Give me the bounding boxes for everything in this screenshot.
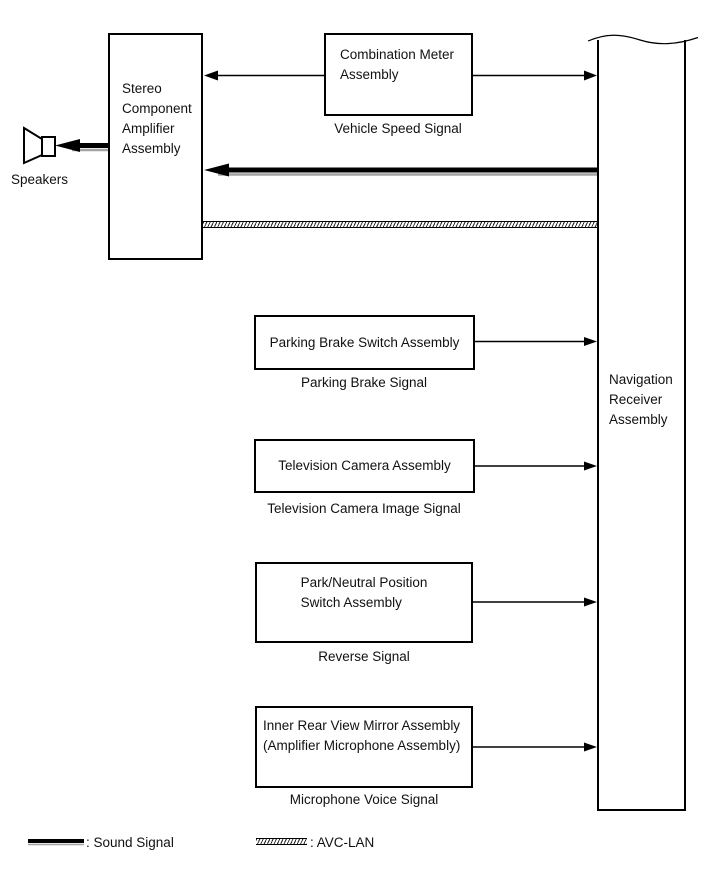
avc-lan-bus (203, 221, 597, 228)
sound-signal-line (204, 163, 597, 177)
television-camera-arrow (475, 461, 597, 471)
microphone-arrow (473, 742, 597, 752)
inner-mirror-box: Inner Rear View Mirror Assembly (Amplifi… (255, 706, 473, 788)
navigation-receiver-box: Navigation Receiver Assembly (597, 40, 686, 811)
reverse-signal-arrow (473, 597, 597, 607)
parking-brake-signal-label: Parking Brake Signal (300, 375, 428, 390)
speaker-icon (23, 126, 56, 165)
legend-avc-lan-label: : AVC-LAN (310, 835, 375, 850)
television-camera-image-signal-label: Television Camera Image Signal (267, 501, 461, 516)
park-neutral-switch-box: Park/Neutral Position Switch Assembly (255, 562, 473, 643)
stereo-amplifier-box: Stereo Component Amplifier Assembly (108, 33, 203, 260)
vehicle-speed-line (204, 70, 597, 81)
parking-brake-arrow (475, 337, 597, 346)
combination-meter-box: Combination Meter Assembly (324, 33, 473, 116)
speakers-label: Speakers (11, 172, 69, 187)
parking-brake-switch-box: Parking Brake Switch Assembly (254, 315, 475, 370)
legend-sound-signal-sample (28, 839, 84, 846)
vehicle-speed-signal-label: Vehicle Speed Signal (334, 121, 462, 136)
legend-sound-signal-label: : Sound Signal (86, 835, 174, 850)
reverse-signal-label: Reverse Signal (318, 649, 410, 664)
speaker-output-line (55, 139, 108, 152)
legend-avc-lan-sample (256, 838, 307, 845)
television-camera-box: Television Camera Assembly (254, 439, 475, 493)
microphone-voice-signal-label: Microphone Voice Signal (289, 792, 439, 807)
